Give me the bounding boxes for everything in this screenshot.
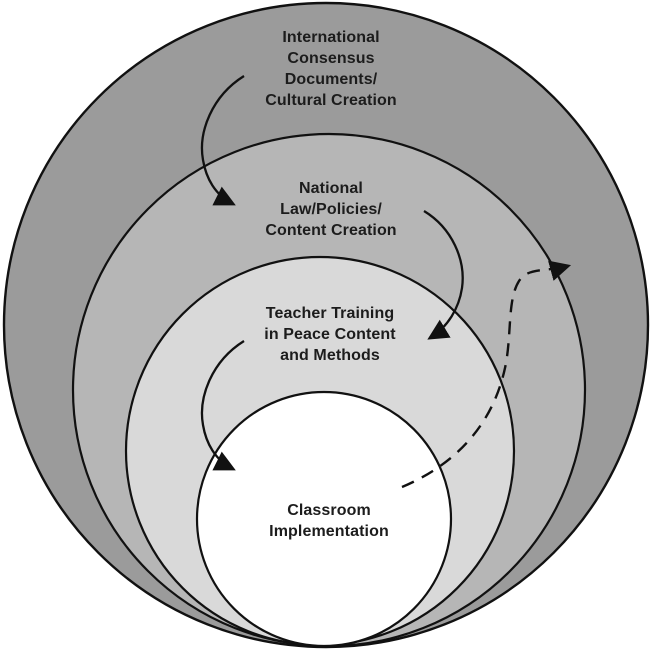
label-international-consensus: International Consensus Documents/ Cultu… [265, 29, 397, 109]
label-classroom-implementation: Classroom Implementation [269, 502, 389, 540]
arrow-classroom-feedback-dashed [401, 260, 572, 489]
label-national-law-policies: National Law/Policies/ Content Creation [265, 180, 397, 239]
label-teacher-training: Teacher Training in Peace Content and Me… [264, 305, 396, 364]
arrow-international-to-national [200, 75, 245, 206]
arrow-teacher-training-to-classroom [200, 340, 245, 471]
circle-classroom [195, 390, 453, 648]
arrow-national-to-teacher-training [423, 210, 464, 340]
